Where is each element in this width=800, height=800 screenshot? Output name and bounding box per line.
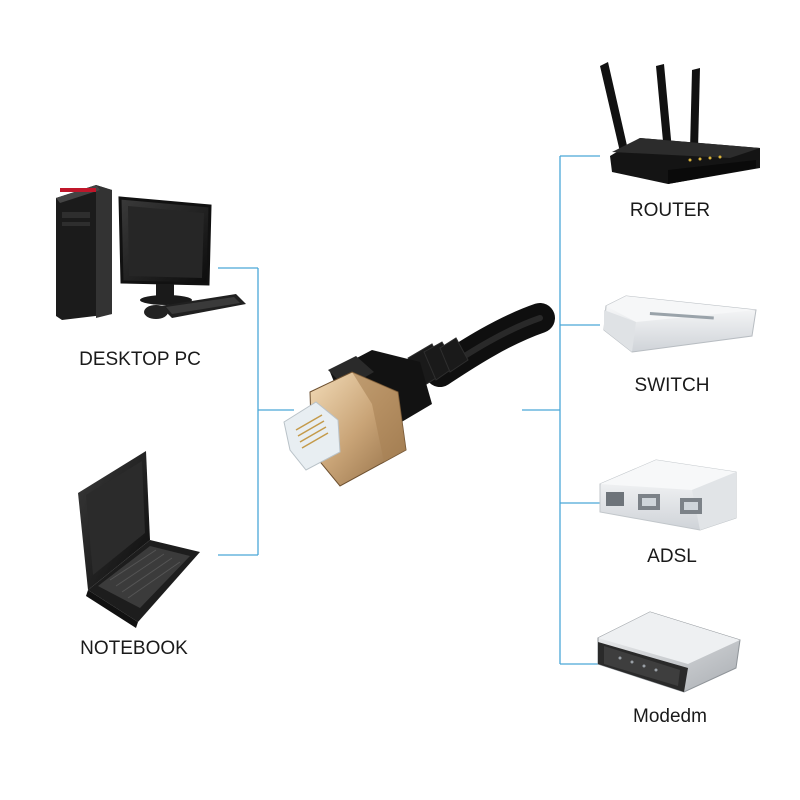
switch-icon (603, 295, 757, 353)
switch-label: SWITCH (635, 375, 710, 396)
modem-label: Modedm (633, 706, 707, 727)
router-label: ROUTER (630, 200, 710, 221)
router-icon (600, 62, 760, 184)
left-connector-lines (218, 267, 294, 556)
desktop-pc-icon (56, 185, 246, 320)
modem-icon (597, 611, 741, 693)
adsl-modem-icon (599, 459, 737, 531)
ethernet-cable-icon (283, 303, 555, 487)
notebook-label: NOTEBOOK (80, 638, 188, 659)
laptop-icon (78, 451, 200, 628)
desktop-pc-label: DESKTOP PC (79, 349, 201, 370)
adsl-label: ADSL (647, 546, 697, 567)
right-connector-lines (522, 155, 600, 665)
